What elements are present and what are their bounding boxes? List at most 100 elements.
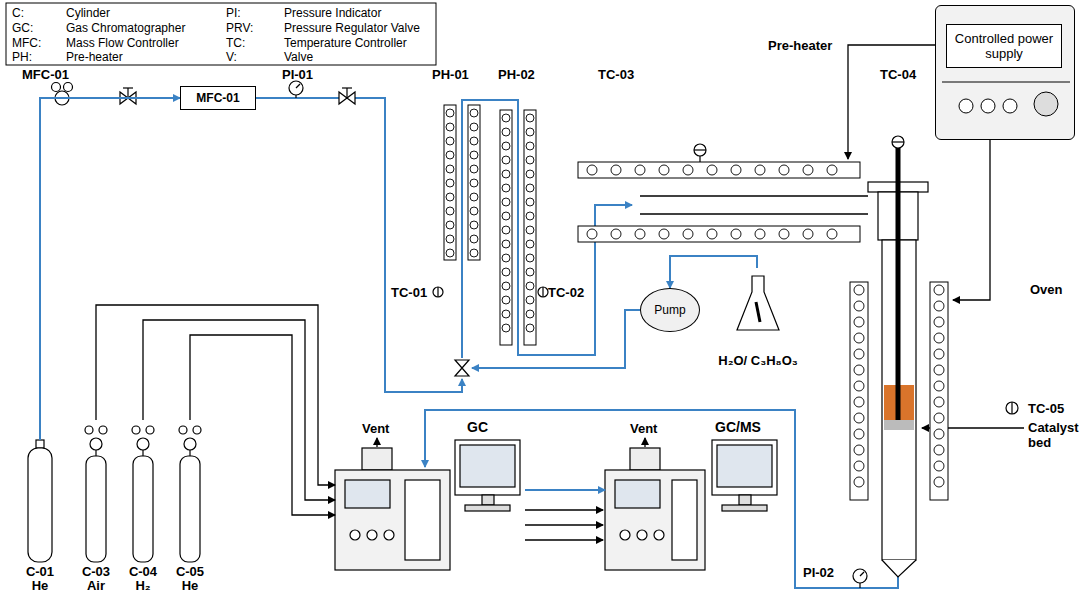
heater-coil — [854, 301, 864, 311]
rect-shape — [578, 226, 860, 242]
rect-shape — [672, 480, 697, 560]
heater-coil — [854, 285, 864, 295]
circle-shape — [64, 83, 73, 92]
node-text: C-04 — [129, 565, 157, 579]
heater-coil — [470, 207, 478, 215]
heater-coil — [526, 156, 534, 164]
circle-shape — [538, 287, 548, 297]
path-shape — [376, 438, 377, 447]
heater-coil — [854, 333, 864, 343]
line-shape — [127, 88, 128, 98]
part-label: TC-03 — [598, 67, 634, 82]
path-shape — [953, 140, 990, 300]
heater-coil — [934, 349, 944, 359]
circle-shape — [85, 426, 93, 434]
rect-shape — [850, 282, 868, 500]
process-box: MFC-01 — [180, 86, 256, 110]
heater-coil — [934, 429, 944, 439]
display-screen: Controlled power supply — [946, 24, 1062, 68]
heater-coil — [526, 324, 534, 332]
heater-coil — [446, 109, 454, 117]
circle-shape — [350, 530, 360, 540]
heater-coil — [502, 184, 510, 192]
heater-coil — [470, 235, 478, 243]
heater-coil — [854, 445, 864, 455]
rect-shape — [630, 448, 660, 470]
node-text: C-01 — [26, 565, 54, 579]
line-shape — [896, 148, 901, 420]
heater-coil — [502, 142, 510, 150]
rect-shape — [500, 110, 512, 345]
heater-coil — [731, 165, 741, 175]
line-shape — [123, 87, 133, 88]
black-lines — [377, 45, 1024, 540]
process-line — [670, 256, 757, 288]
part-label: Pre-heater — [768, 38, 832, 53]
heater-coil — [755, 165, 765, 175]
heater-coil — [526, 310, 534, 318]
line-shape — [296, 84, 300, 88]
heater-coils — [446, 109, 944, 487]
heater-coil — [446, 179, 454, 187]
legend-cell: Gas Chromatographer — [66, 21, 185, 35]
path-shape — [525, 524, 603, 525]
heater-coil — [470, 179, 478, 187]
part-label: Vent — [362, 421, 389, 436]
heater-coil — [587, 165, 597, 175]
heater-coil — [470, 249, 478, 257]
heater-coil — [502, 128, 510, 136]
heater-coil — [526, 254, 534, 262]
line-shape — [1011, 402, 1012, 414]
heater-coil — [526, 128, 534, 136]
heater-coil — [526, 296, 534, 304]
rect-shape — [468, 105, 480, 260]
heater-coil — [502, 156, 510, 164]
path-shape — [472, 310, 640, 368]
heater-coil — [502, 212, 510, 220]
node-text: He — [32, 579, 49, 593]
heater-coil — [526, 114, 534, 122]
legend-cell: Pressure Indicator — [284, 6, 381, 20]
path-shape — [425, 410, 898, 588]
circle-shape — [694, 144, 706, 156]
path-shape — [640, 195, 868, 196]
gas-supply-line — [143, 320, 335, 500]
line-shape — [542, 287, 543, 297]
heater-coil — [502, 282, 510, 290]
line-shape — [859, 583, 860, 588]
heater-coil — [526, 268, 534, 276]
circle-shape — [146, 426, 154, 434]
pump-circle: Pump — [640, 288, 700, 332]
gas-cylinder: C-01He — [22, 440, 58, 593]
heater-coil — [934, 365, 944, 375]
legend-cell: MFC: — [12, 36, 41, 50]
heater-coil — [854, 461, 864, 471]
part-label: TC-05 — [1028, 401, 1064, 416]
heater-coil — [446, 151, 454, 159]
circle-shape — [654, 530, 664, 540]
heater-coil — [827, 229, 837, 239]
heater-coil — [470, 123, 478, 131]
heater-coil — [827, 165, 837, 175]
heater-coil — [854, 477, 864, 487]
heater-coil — [934, 301, 944, 311]
path-shape — [644, 438, 645, 447]
line-shape — [189, 450, 190, 456]
node-text: GC — [467, 419, 488, 435]
heater-coil — [854, 397, 864, 407]
line-shape — [756, 302, 760, 322]
path-shape — [525, 539, 603, 540]
heater-coil — [526, 170, 534, 178]
gas-supply-line — [190, 335, 335, 515]
heater-coil — [446, 207, 454, 215]
flask — [737, 276, 779, 330]
heater-coil — [446, 137, 454, 145]
heater-coil — [854, 365, 864, 375]
rect-shape — [930, 282, 948, 500]
gas-cylinder: C-03Air — [80, 420, 112, 593]
heater-coil — [803, 229, 813, 239]
heater-coil — [934, 445, 944, 455]
heater-coil — [683, 229, 693, 239]
